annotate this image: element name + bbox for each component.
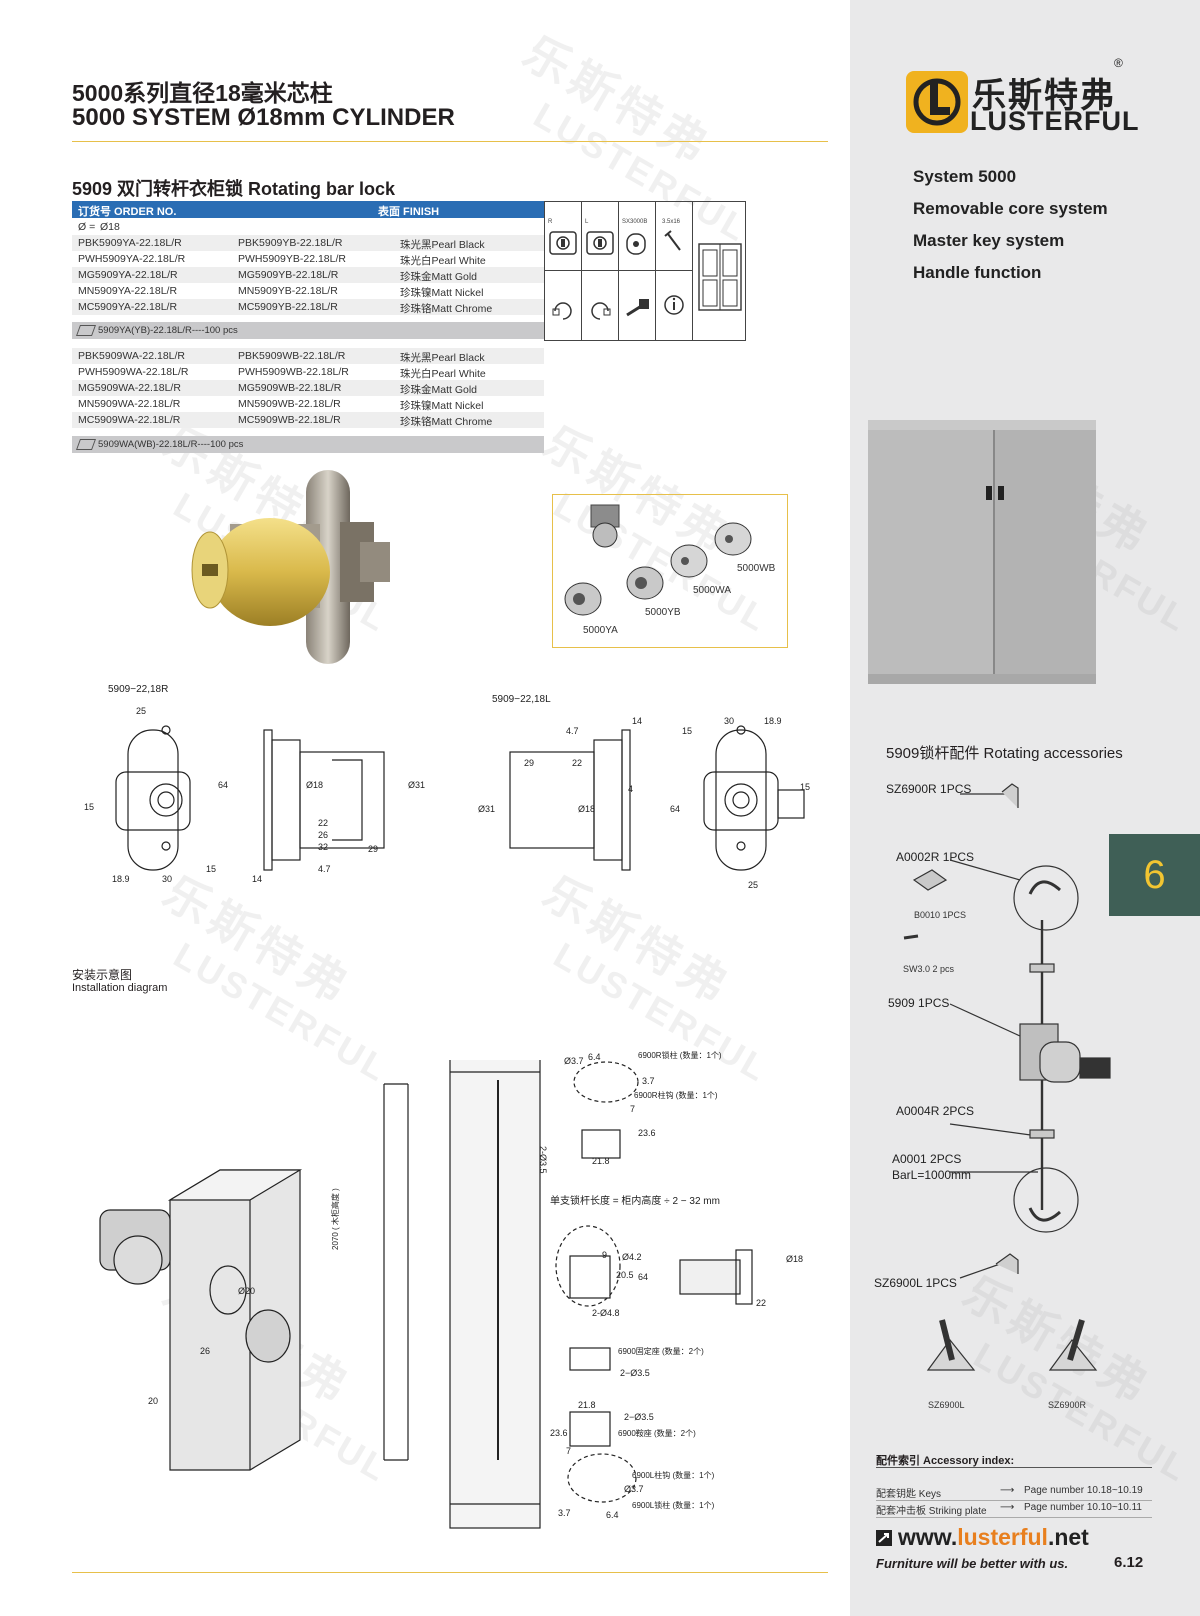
brand-name-cn: 乐斯特弗 — [972, 77, 1116, 115]
col-order-no: 订货号 ORDER NO. — [78, 206, 177, 218]
part-label: A0004R 2PCS — [896, 1104, 975, 1118]
rotate-clockwise-icon — [552, 302, 572, 320]
order-table-header: 订货号 ORDER NO. 表面 FINISH — [72, 201, 544, 218]
core-label-wa: 5000WA — [693, 585, 731, 596]
brand-mark-icon — [876, 1530, 892, 1546]
part-label: SZ6900R — [1048, 1400, 1087, 1410]
part-label: SZ6900L 1PCS — [874, 1276, 957, 1290]
diameter-row: Ø = Ø18 — [78, 221, 120, 233]
website-url[interactable]: www.lusterful.net — [898, 1524, 1089, 1550]
accessories-title: 5909锁杆配件 Rotating accessories — [886, 745, 1123, 762]
page-number: 6.12 — [1114, 1554, 1144, 1571]
key-core-cell: SX3000B — [619, 202, 656, 271]
registered-mark: ® — [1114, 56, 1123, 70]
rotate-counterclockwise-icon — [591, 302, 611, 320]
footer-divider — [72, 1572, 828, 1573]
right-lock-cell: R — [545, 202, 582, 271]
rotate-right-cell — [545, 271, 582, 340]
left-lock-cell: L — [582, 202, 619, 271]
index-row: 配套钥匙 Keys ⟶ Page number 10.18~10.19 — [876, 1484, 1152, 1501]
accessory-index-title: 配件索引 Accessory index: — [876, 1455, 1015, 1467]
info-cell — [656, 271, 693, 340]
core-label-yb: 5000YB — [645, 607, 681, 618]
installation-diagram — [99, 1060, 753, 1529]
core-label-ya: 5000YA — [583, 625, 618, 636]
feature-item: System 5000 — [913, 167, 1017, 186]
cabinet-photo — [868, 420, 1096, 684]
page-title-en: 5000 SYSTEM Ø18mm CYLINDER — [72, 104, 455, 131]
cabinet-height-label: 2070 ( 木柜高度 ) — [331, 1188, 340, 1250]
info-icon — [664, 295, 684, 315]
box-icon — [75, 325, 97, 336]
chapter-tab: 6 — [1109, 834, 1200, 916]
col-finish: 表面 FINISH — [378, 206, 440, 218]
core-icon — [626, 233, 646, 255]
drawing-label-right: 5909−22,18R — [108, 684, 169, 695]
brand-name-en: LUSTERFUL — [970, 106, 1140, 136]
cabinet-cell — [693, 202, 745, 340]
part-label: SZ6900L — [928, 1400, 965, 1410]
slogan: Furniture will be better with us. — [876, 1556, 1069, 1571]
box-icon — [75, 439, 97, 450]
packing-row-a: 5909YA(YB)-22.18L/R----100 pcs — [72, 322, 544, 339]
arrow-right-icon: ⟶ — [1000, 1502, 1015, 1513]
index-divider — [876, 1467, 1152, 1468]
lock-body-icon — [586, 231, 614, 255]
screw-icon — [664, 230, 681, 251]
feature-item: Master key system — [913, 231, 1065, 250]
lock-body-icon — [549, 231, 577, 255]
part-label: A0001 2PCS — [892, 1152, 962, 1166]
feature-item: Removable core system — [913, 199, 1108, 218]
cores-illustration — [564, 504, 752, 616]
part-label: 5909 1PCS — [888, 996, 950, 1010]
part-label: A0002R 1PCS — [896, 850, 975, 864]
bar-length-note: 单支锁杆长度 = 柜内高度 ÷ 2 − 32 mm — [550, 1196, 720, 1207]
right-column-panel — [850, 0, 1200, 1616]
core-options-box: 5000YA 5000YB 5000WA 5000WB — [552, 494, 788, 648]
index-row: 配套冲击板 Striking plate ⟶ Page number 10.10… — [876, 1501, 1152, 1518]
product-title: 5909 双门转杆衣柜锁 Rotating bar lock — [72, 179, 396, 199]
technical-drawings — [115, 725, 805, 871]
install-title-cn: 安装示意图 — [72, 968, 133, 982]
drawing-label-left: 5909−22,18L — [492, 694, 551, 705]
core-label-wb: 5000WB — [737, 563, 776, 574]
cabinet-icon — [698, 243, 742, 311]
page-title-cn: 5000系列直径18毫米芯柱 — [72, 80, 333, 106]
brand-logo-icon — [906, 71, 968, 133]
feature-icon-grid: R L SX3000B 3.5x16 — [544, 201, 746, 341]
key-cell — [619, 271, 656, 340]
screw-cell: 3.5x16 — [656, 202, 693, 271]
part-label: SW3.0 2 pcs — [903, 964, 955, 974]
feature-item: Handle function — [913, 263, 1042, 282]
part-label: B0010 1PCS — [914, 910, 967, 920]
rotate-left-cell — [582, 271, 619, 340]
accessories-exploded-view — [903, 783, 1111, 1371]
header-divider — [72, 141, 828, 142]
install-title-en: Installation diagram — [72, 982, 168, 994]
logo-l-icon — [913, 78, 961, 126]
packing-row-b: 5909WA(WB)-22.18L/R----100 pcs — [72, 436, 544, 453]
lock-product-image — [191, 470, 390, 664]
key-icon — [626, 299, 649, 317]
arrow-right-icon: ⟶ — [1000, 1485, 1015, 1496]
part-label: SZ6900R 1PCS — [886, 782, 972, 796]
